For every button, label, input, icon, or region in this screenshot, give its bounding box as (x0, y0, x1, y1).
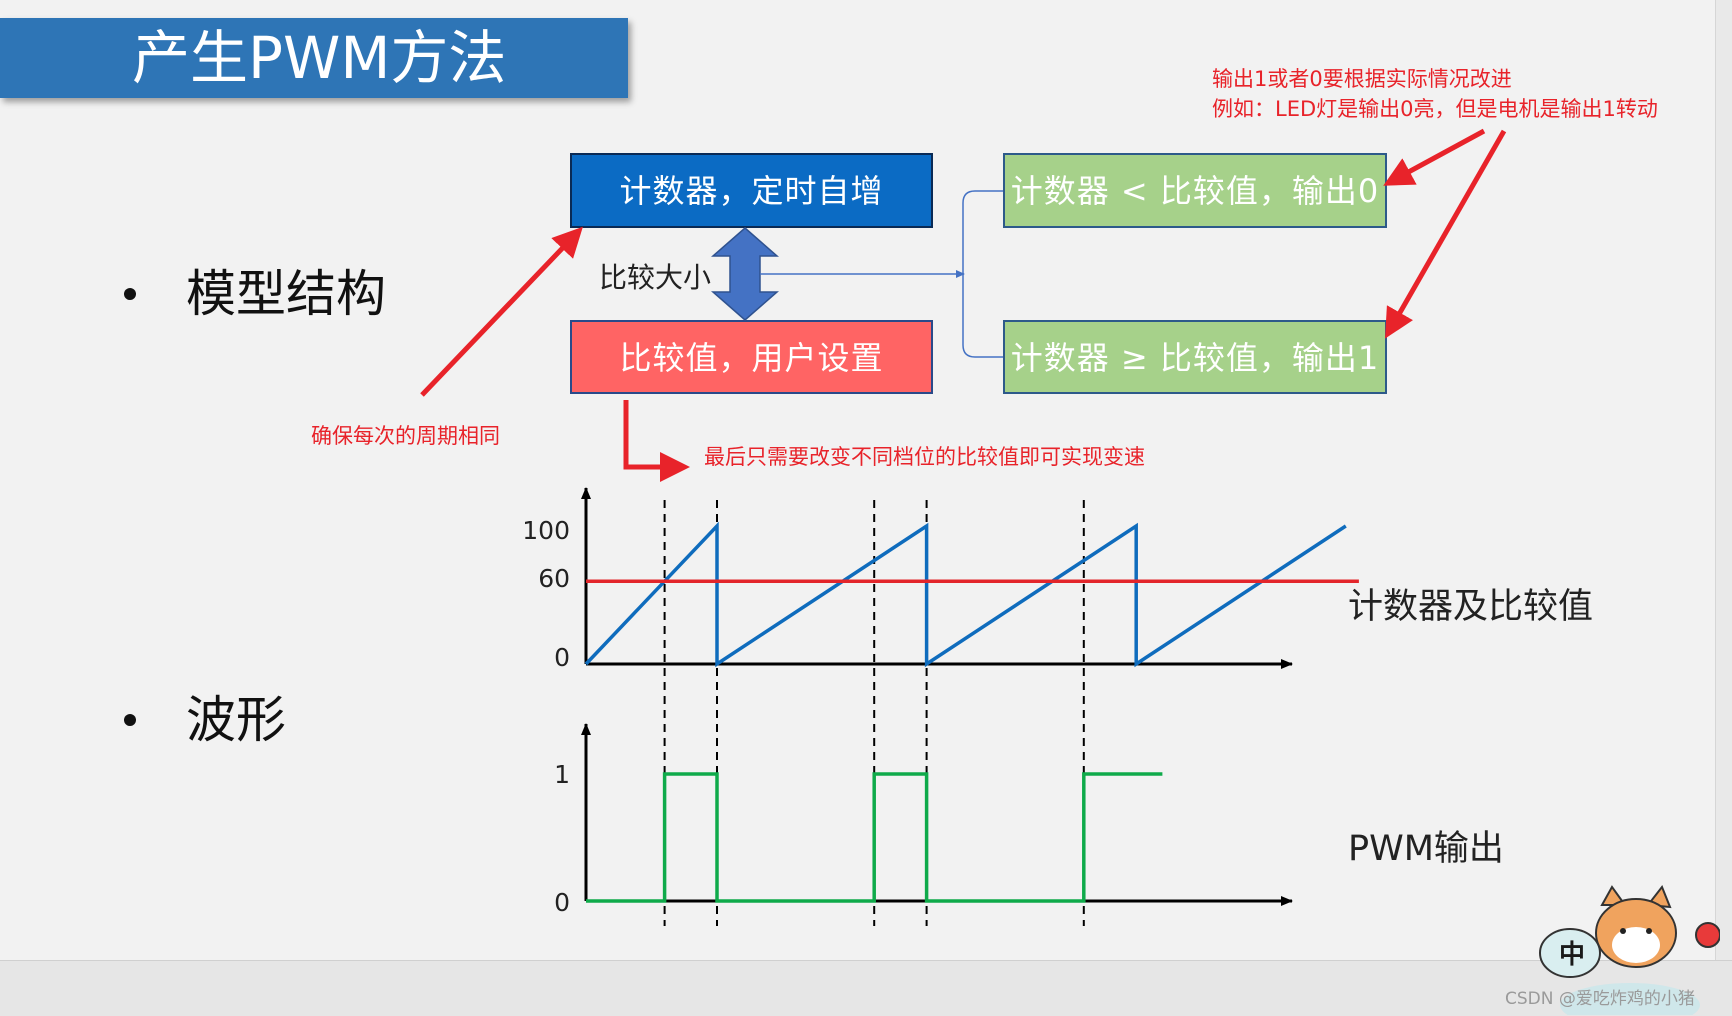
note-output-polarity: 输出1或者0要根据实际情况改进 例如：LED灯是输出0亮，但是电机是输出1转动 (1212, 64, 1658, 124)
csdn-watermark: CSDN @爱吃炸鸡的小猪 (1505, 984, 1695, 1009)
tick-label: 0 (510, 643, 570, 672)
output-0-box: 计数器 < 比较值，输出0 (1003, 153, 1387, 228)
bullet-model-label: 模型结构 (186, 265, 386, 323)
compare-double-arrow (713, 228, 777, 320)
title-banner: 产生PWM方法 (0, 18, 628, 98)
counter-chart-label: 计数器及比较值 (1348, 578, 1593, 629)
tick-label: 0 (510, 888, 570, 917)
right-scroll-edge (1715, 0, 1732, 960)
note-top-line2: 例如：LED灯是输出0亮，但是电机是输出1转动 (1212, 94, 1658, 124)
note-change-speed: 最后只需要改变不同档位的比较值即可实现变速 (704, 441, 1145, 471)
note-top-line1: 输出1或者0要根据实际情况改进 (1212, 64, 1658, 94)
pwm-chart-label: PWM输出 (1348, 820, 1504, 871)
bottom-bar (0, 960, 1732, 1016)
bullet-waveform: 波形 (124, 690, 286, 750)
compare-value-box: 比较值，用户设置 (570, 320, 933, 394)
arrow-to-counter (422, 234, 576, 395)
tick-label: 100 (510, 516, 570, 545)
pwm-output-line (586, 774, 1162, 901)
tick-label: 1 (510, 760, 570, 789)
mascot-badge-text: 中 (1559, 940, 1585, 970)
arrow-to-output0 (1392, 131, 1484, 181)
page-title: 产生PWM方法 (132, 26, 506, 90)
bullet-model-structure: 模型结构 (124, 264, 386, 324)
tick-label: 60 (510, 564, 570, 593)
arrow-from-compare (626, 400, 680, 467)
compare-size-label: 比较大小 (599, 256, 711, 296)
slide: 产生PWM方法 模型结构 波形 计数器，定时自增 比较值，用户设置 计数器 < … (0, 0, 1732, 960)
output-bracket (963, 191, 1003, 357)
output-1-box: 计数器 ≥ 比较值，输出1 (1003, 320, 1387, 394)
counter-sawtooth-line (586, 526, 1346, 664)
bullet-waveform-label: 波形 (186, 691, 286, 749)
arrow-to-output1 (1390, 131, 1504, 330)
note-same-period: 确保每次的周期相同 (311, 420, 500, 450)
bullet-dot (124, 714, 136, 726)
counter-box: 计数器，定时自增 (570, 153, 933, 228)
bullet-dot (124, 288, 136, 300)
